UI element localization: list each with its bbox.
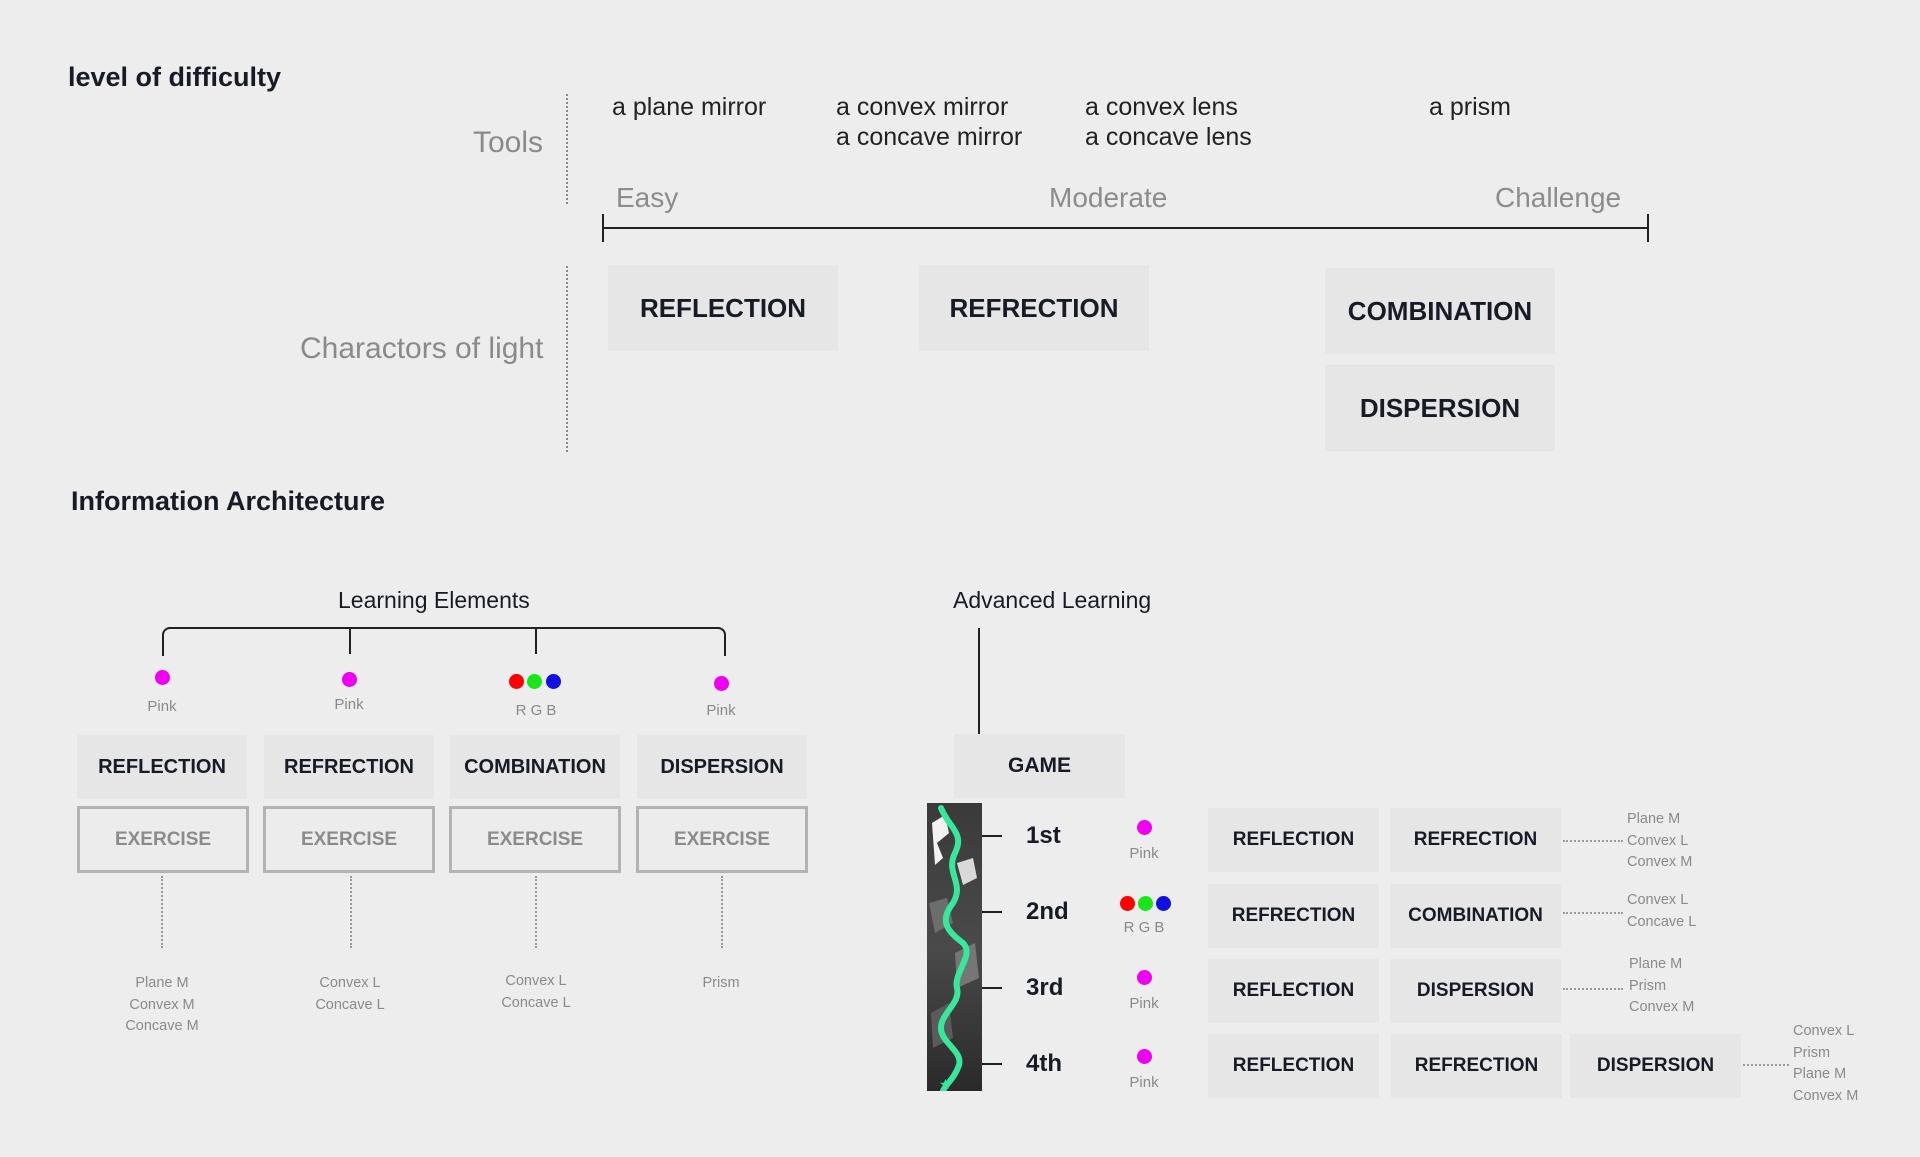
- pink-dot: [1137, 820, 1152, 835]
- advanced-stem: [978, 628, 980, 735]
- tool-list: Convex L Concave L: [1627, 892, 1697, 930]
- color-caption: Pink: [1129, 1074, 1159, 1091]
- green-dot: [1138, 896, 1153, 911]
- stage-branch: [982, 911, 1002, 913]
- stage-4-label: 4th: [1026, 1050, 1062, 1077]
- stage-branch: [982, 1063, 1002, 1065]
- exercise-box: EXERCISE: [449, 806, 621, 873]
- stage-card: REFRECTION: [1391, 1034, 1562, 1098]
- dotted-connector: [161, 876, 163, 948]
- advanced-learning-title: Advanced Learning: [953, 587, 1152, 613]
- color-caption: Pink: [706, 702, 736, 719]
- stage-branch: [982, 835, 1002, 837]
- level-moderate: Moderate: [1049, 182, 1168, 213]
- stage-card: REFLECTION: [1208, 808, 1379, 872]
- dotted-connector: [350, 876, 352, 948]
- pink-dot: [155, 670, 170, 685]
- tool-list: Convex L Prism Plane M Convex M: [1793, 1023, 1859, 1104]
- stage-3-label: 3rd: [1026, 974, 1064, 1001]
- dotted-connector: [721, 876, 723, 948]
- stage-card: REFRECTION: [1208, 884, 1379, 948]
- card-refrection: REFRECTION: [919, 265, 1149, 351]
- tool-prism: a prism: [1429, 93, 1511, 121]
- tool-plane-mirror: a plane mirror: [612, 93, 767, 121]
- difficulty-heading: level of difficulty: [68, 62, 282, 92]
- dotted-connector: [535, 876, 537, 948]
- green-dot: [527, 674, 542, 689]
- color-caption: Pink: [1129, 845, 1159, 862]
- stage-card: REFLECTION: [1208, 1034, 1379, 1098]
- light-row-label: Charactors of light: [300, 332, 544, 365]
- dotted-connector: [1743, 1064, 1789, 1066]
- le-refrection: REFRECTION: [264, 735, 434, 799]
- blue-dot: [1156, 896, 1171, 911]
- axis-end-tick: [1647, 214, 1649, 242]
- exercise-box: EXERCISE: [263, 806, 435, 873]
- light-divider: [566, 266, 568, 452]
- color-caption: Pink: [147, 698, 177, 715]
- color-caption: R G B: [515, 702, 557, 719]
- stage-1-label: 1st: [1026, 822, 1061, 849]
- level-challenge: Challenge: [1495, 182, 1622, 213]
- tool-list: Plane M Convex M Concave M: [125, 975, 199, 1034]
- color-caption: Pink: [1129, 995, 1159, 1012]
- tools-row-label: Tools: [473, 126, 544, 159]
- blue-dot: [546, 674, 561, 689]
- tools-divider: [566, 94, 568, 204]
- game-card: GAME: [954, 734, 1125, 798]
- exercise-box: EXERCISE: [636, 806, 808, 873]
- card-reflection: REFLECTION: [608, 265, 838, 351]
- axis-start-tick: [602, 214, 604, 242]
- pink-dot: [1137, 1049, 1152, 1064]
- tool-list: Convex L Concave L: [315, 975, 385, 1013]
- game-map-thumbnail: ★: [927, 803, 982, 1091]
- svg-text:★: ★: [939, 1077, 952, 1091]
- stage-card: REFRECTION: [1390, 808, 1561, 872]
- stage-card: DISPERSION: [1390, 959, 1561, 1023]
- pink-dot: [342, 672, 357, 687]
- stage-card: COMBINATION: [1390, 884, 1561, 948]
- bracket-stem-2: [349, 627, 351, 654]
- card-dispersion: DISPERSION: [1325, 365, 1555, 451]
- le-dispersion: DISPERSION: [637, 735, 807, 799]
- stage-card: DISPERSION: [1570, 1034, 1741, 1098]
- tool-list: Plane M Convex L Convex M: [1627, 811, 1693, 870]
- exercise-box: EXERCISE: [77, 806, 249, 873]
- card-combination: COMBINATION: [1325, 268, 1555, 354]
- tool-list: Prism: [702, 975, 740, 991]
- color-caption: Pink: [334, 696, 364, 713]
- dotted-connector: [1563, 988, 1623, 990]
- tool-list: Convex L Concave L: [501, 973, 571, 1011]
- dotted-connector: [1563, 912, 1623, 914]
- le-reflection: REFLECTION: [77, 735, 247, 799]
- red-dot: [1120, 896, 1135, 911]
- pink-dot: [714, 676, 729, 691]
- stage-card: REFLECTION: [1208, 959, 1379, 1023]
- difficulty-axis: [603, 227, 1649, 229]
- level-easy: Easy: [616, 182, 679, 213]
- bracket-stem-3: [535, 627, 537, 654]
- red-dot: [509, 674, 524, 689]
- stage-2-label: 2nd: [1026, 898, 1069, 925]
- tool-list: Plane M Prism Convex M: [1629, 956, 1695, 1015]
- pink-dot: [1137, 970, 1152, 985]
- stage-branch: [982, 987, 1002, 989]
- le-combination: COMBINATION: [450, 735, 620, 799]
- color-caption: R G B: [1123, 919, 1165, 936]
- architecture-heading: Information Architecture: [71, 486, 386, 516]
- dotted-connector: [1563, 840, 1623, 842]
- learning-elements-title: Learning Elements: [338, 587, 530, 613]
- learning-bracket: [162, 627, 726, 656]
